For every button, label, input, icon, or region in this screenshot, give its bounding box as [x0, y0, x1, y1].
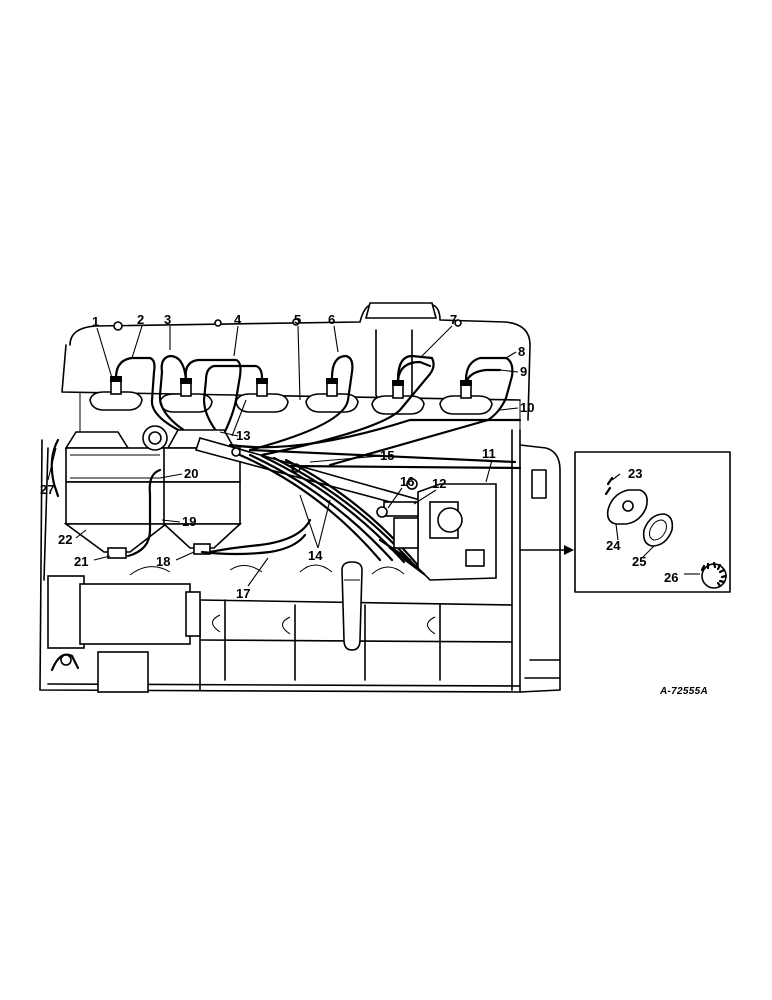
- drawing-reference-code: A-72555A: [659, 686, 708, 697]
- callout-5: 5: [294, 312, 301, 327]
- injector-3: [235, 378, 289, 413]
- callout-26: 26: [664, 570, 678, 585]
- callout-15: 15: [380, 448, 394, 463]
- fuel-filters: [63, 425, 312, 559]
- callout-4: 4: [234, 312, 242, 327]
- injector-1: [89, 376, 143, 411]
- detail-inset: [519, 451, 731, 593]
- callout-10: 10: [520, 400, 534, 415]
- callout-22: 22: [58, 532, 72, 547]
- callout-24: 24: [606, 538, 621, 553]
- callout-27: 27: [40, 482, 54, 497]
- callout-11: 11: [482, 446, 496, 461]
- fuel-injection-lines: [114, 354, 514, 467]
- callout-21: 21: [74, 554, 88, 569]
- callout-3: 3: [164, 312, 171, 327]
- callout-25: 25: [632, 554, 646, 569]
- callout-labels: 1 2 3 4 5 6 7 8 9 10 11 12 13 14 15 16 1…: [40, 312, 678, 601]
- fuel-injectors: [89, 376, 493, 415]
- callout-18: 18: [156, 554, 170, 569]
- callout-7: 7: [450, 312, 457, 327]
- callout-12: 12: [432, 476, 446, 491]
- fuel-injection-pump: [376, 478, 497, 581]
- callout-6: 6: [328, 312, 335, 327]
- injector-5: [371, 380, 425, 415]
- callout-23: 23: [628, 466, 642, 481]
- callout-1: 1: [92, 314, 99, 329]
- callout-2: 2: [137, 312, 144, 327]
- canister: [341, 561, 363, 651]
- leader-lines: [47, 325, 700, 587]
- callout-8: 8: [518, 344, 525, 359]
- callout-9: 9: [520, 364, 527, 379]
- callout-13: 13: [236, 428, 250, 443]
- callout-14: 14: [308, 548, 323, 563]
- callout-20: 20: [184, 466, 198, 481]
- callout-17: 17: [236, 586, 250, 601]
- injector-6: [439, 380, 493, 415]
- starter-motor: [47, 575, 201, 693]
- callout-19: 19: [182, 514, 196, 529]
- filter-bracket: [43, 447, 49, 581]
- callout-16: 16: [400, 474, 414, 489]
